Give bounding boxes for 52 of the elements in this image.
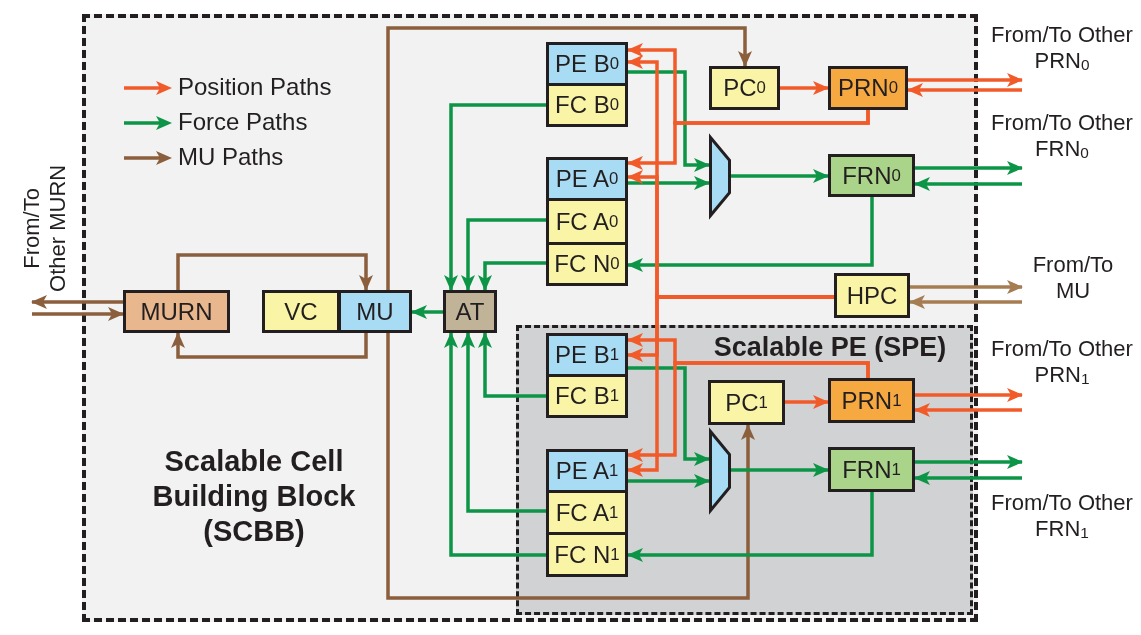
signal-arrow bbox=[31, 295, 123, 309]
signal-arrow bbox=[627, 295, 834, 477]
port-label: From/To Other MURN bbox=[18, 158, 72, 299]
multiplexer-shape bbox=[709, 136, 731, 217]
region-title: Scalable PE (SPE) bbox=[712, 331, 948, 364]
signal-arrow bbox=[386, 26, 752, 290]
signal-arrow bbox=[915, 161, 1023, 175]
signal-arrow bbox=[386, 333, 755, 600]
signal-arrow bbox=[908, 73, 1023, 87]
signal-arrow bbox=[628, 366, 710, 466]
signal-arrow bbox=[910, 280, 1023, 294]
signal-arrow bbox=[628, 176, 710, 190]
process-box: MURN bbox=[123, 290, 230, 333]
signal-arrow bbox=[32, 307, 124, 321]
process-box: AT bbox=[443, 290, 497, 333]
signal-arrow bbox=[785, 395, 829, 409]
signal-arrow bbox=[915, 388, 1023, 402]
signal-arrow bbox=[627, 361, 870, 462]
process-box: VC bbox=[262, 290, 340, 333]
signal-arrow bbox=[461, 332, 546, 513]
signal-arrow bbox=[444, 332, 546, 557]
signal-arrow bbox=[909, 295, 1022, 309]
signal-arrow bbox=[628, 70, 710, 172]
signal-arrow bbox=[914, 403, 1022, 417]
port-label: From/To MU bbox=[1026, 252, 1120, 305]
building-block-region bbox=[82, 14, 978, 622]
multiplexer-shape bbox=[709, 430, 731, 512]
process-box: MU bbox=[338, 290, 412, 333]
signal-arrow bbox=[461, 218, 546, 291]
signal-arrow bbox=[907, 83, 1022, 97]
scalable-pe-region bbox=[516, 325, 973, 615]
legend-label: MU Paths bbox=[178, 143, 284, 171]
signal-arrow bbox=[478, 332, 546, 398]
signal-arrow bbox=[478, 261, 546, 291]
signal-arrow bbox=[171, 332, 368, 359]
legend-label: Position Paths bbox=[178, 73, 332, 101]
signal-arrow bbox=[444, 103, 546, 291]
signal-arrow bbox=[914, 471, 1022, 485]
signal-arrow bbox=[731, 463, 829, 477]
signal-arrow bbox=[628, 474, 710, 488]
region-title: Scalable Cell Building Block (SCBB) bbox=[151, 444, 357, 549]
signal-arrow bbox=[411, 305, 443, 319]
signal-arrow bbox=[627, 110, 870, 170]
signal-arrow bbox=[915, 455, 1023, 469]
signal-arrow bbox=[731, 169, 829, 183]
signal-arrow bbox=[627, 492, 874, 562]
signal-arrow bbox=[914, 177, 1022, 191]
signal-arrow bbox=[780, 81, 829, 95]
signal-arrow bbox=[176, 253, 373, 291]
legend-label: Force Paths bbox=[178, 108, 308, 136]
signal-arrow bbox=[627, 197, 874, 272]
process-box: HPC bbox=[834, 273, 910, 318]
